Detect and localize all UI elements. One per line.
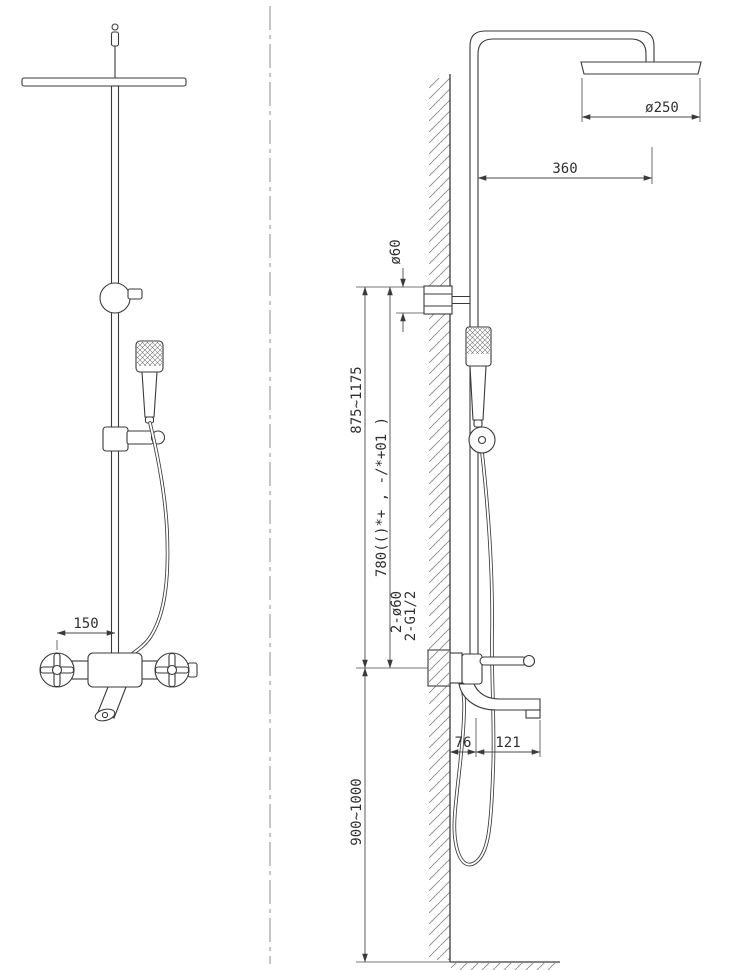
front-hose	[123, 421, 170, 663]
dim-360-label: 360	[552, 161, 577, 177]
side-wall-bracket	[423, 285, 471, 315]
dim-150-label: 150	[73, 616, 98, 632]
front-riser-pipe	[110, 85, 120, 656]
dim-spout-offsets: 76 121	[449, 718, 541, 757]
dim-bracket-diameter: ø60	[388, 239, 424, 332]
dim-handle-spacing: 150	[56, 616, 116, 650]
front-hand-shower	[135, 340, 164, 424]
dim-780-label: 780(()*+ , -/*+01 )	[374, 417, 390, 577]
side-mixer	[427, 649, 541, 719]
dim-76-label: 76	[455, 735, 472, 751]
floor-hatching	[451, 963, 557, 970]
dim-mixer-floor-height: 900~1000	[349, 667, 368, 963]
front-holder-ring	[99, 282, 143, 314]
side-hose-connector	[468, 426, 496, 454]
front-left-handle	[39, 652, 75, 688]
dim-121-label: 121	[495, 735, 520, 751]
floor-section	[450, 961, 560, 970]
dim-riser-height-range: 875~1175	[349, 286, 368, 669]
dim-250-label: ø250	[645, 100, 679, 116]
label-2-g12: 2-G1/2	[403, 591, 419, 642]
front-hand-shower-face	[137, 342, 162, 366]
wall-section	[429, 74, 451, 962]
side-riser-and-arm	[469, 30, 655, 661]
front-overhead-shower	[21, 77, 187, 87]
wall-hatching	[429, 78, 450, 960]
side-overhead-shower	[580, 61, 702, 75]
dim-o60-label: ø60	[388, 239, 404, 264]
dim-875-label: 875~1175	[349, 366, 365, 433]
label-2-o60: 2-ø60	[389, 591, 405, 633]
side-mixer-lever	[479, 656, 528, 666]
dim-arm-reach: 360	[477, 147, 653, 184]
front-mixer	[39, 652, 198, 688]
side-view: ø250 360 ø60 875~1175 780(	[349, 30, 702, 970]
side-spout	[458, 683, 541, 711]
front-right-handle	[154, 652, 190, 688]
side-spout-nozzle	[525, 709, 541, 719]
front-spout	[94, 686, 127, 722]
side-hose	[452, 450, 496, 867]
front-slider-bracket	[102, 426, 166, 452]
side-hand-shower	[465, 326, 492, 428]
dim-900-label: 900~1000	[349, 778, 365, 845]
dim-head-diameter: ø250	[581, 78, 701, 122]
front-top-stem	[110, 23, 120, 79]
connection-labels: 2-ø60 2-G1/2	[389, 591, 419, 642]
dim-riser-length-note: 780(()*+ , -/*+01 )	[374, 286, 393, 669]
front-view: 150	[21, 23, 198, 722]
side-mixer-wall-section	[429, 651, 449, 685]
side-hand-shower-face	[467, 328, 490, 354]
